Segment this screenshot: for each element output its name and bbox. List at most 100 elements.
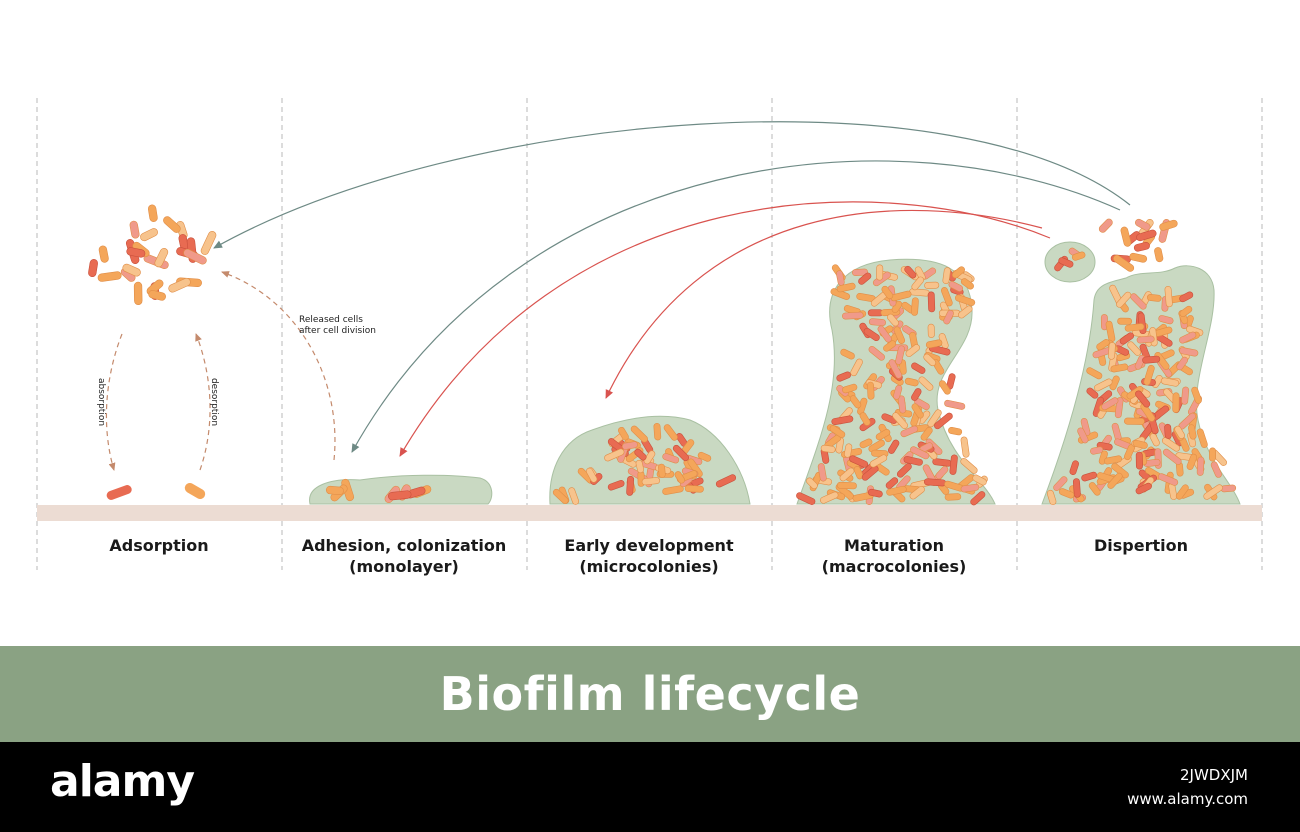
stage-4-sublabel: (macrocolonies) — [822, 557, 967, 576]
bacterium — [943, 309, 954, 325]
bacterium — [1149, 433, 1160, 447]
biofilm-lifecycle-diagram: absorption desorption Released cells aft… — [36, 98, 1263, 576]
bacterium — [859, 438, 873, 449]
bacterium — [820, 444, 836, 453]
bacterium — [923, 353, 937, 367]
bacterium — [829, 425, 846, 438]
bacterium — [951, 266, 965, 279]
bacterium — [618, 426, 629, 441]
bacterium — [1191, 386, 1202, 404]
stage-4-label: Maturation — [844, 536, 944, 555]
bacterium — [1203, 484, 1223, 500]
bacterium — [325, 485, 344, 496]
bacterium — [635, 459, 645, 474]
desorption-arrow — [195, 333, 211, 471]
bacterium — [960, 483, 980, 493]
stage-2-sublabel: (monolayer) — [349, 557, 459, 576]
bacterium — [1181, 386, 1190, 405]
bacterium — [1143, 364, 1155, 386]
bacterium — [1136, 335, 1155, 344]
bacterium — [1113, 254, 1135, 272]
title-banner: Biofilm lifecycle — [0, 646, 1300, 742]
alamy-logo: alamy — [50, 756, 195, 807]
bacterium — [1161, 437, 1180, 452]
bacterium — [836, 270, 845, 286]
bacterium — [604, 448, 625, 462]
bacterium — [1140, 403, 1156, 422]
bacterium — [887, 439, 900, 454]
bacterium — [1133, 242, 1150, 252]
bacterium — [1210, 461, 1222, 478]
bacterium — [806, 477, 818, 490]
bacterium — [626, 475, 635, 496]
bacterium — [840, 348, 855, 360]
bacterium — [867, 488, 883, 498]
bacterium — [154, 247, 169, 268]
absorption-label: absorption — [96, 378, 106, 426]
substrate-surface — [37, 505, 1262, 521]
bacterium — [1157, 473, 1179, 486]
bacterium — [1094, 378, 1113, 392]
bacterium — [1129, 252, 1148, 263]
bacterium — [859, 412, 871, 426]
bacterium — [1086, 367, 1103, 380]
bacterium — [861, 465, 879, 481]
bacterium — [1179, 305, 1193, 318]
bacterium — [183, 248, 207, 265]
bacterium — [585, 467, 598, 483]
bacterium — [911, 362, 926, 374]
footer-url: www.alamy.com — [1127, 790, 1248, 808]
bacterium — [875, 429, 891, 441]
bacterium — [897, 395, 907, 414]
bacterium — [948, 281, 964, 292]
bacterium — [903, 456, 923, 466]
bacterium — [831, 415, 854, 426]
bacterium — [927, 409, 942, 428]
arrow-red-to-microcolony — [605, 209, 1043, 399]
desorption-label: desorption — [209, 378, 219, 426]
bacterium — [842, 383, 858, 394]
bacterium — [568, 487, 580, 505]
bacterium — [663, 424, 678, 441]
bacterium — [842, 311, 864, 320]
bacterium — [927, 323, 935, 338]
bacterium — [817, 463, 827, 482]
bacterium — [1179, 347, 1199, 357]
bacterium — [1046, 489, 1057, 506]
monolayer-matrix — [309, 474, 493, 505]
bacterium — [1220, 484, 1237, 493]
bacterium — [909, 485, 925, 500]
bacterium — [960, 436, 970, 458]
bacterium — [1154, 247, 1164, 263]
adsorbed-rod-orange — [184, 483, 206, 499]
bacterium — [1135, 218, 1151, 231]
bacterium — [1196, 428, 1208, 448]
bacterium — [1053, 476, 1068, 492]
bacterium — [122, 263, 141, 277]
macrocolony-cells — [796, 264, 988, 506]
bacterium — [881, 285, 894, 300]
recolonization-arrows — [213, 121, 1131, 457]
bacterium — [1077, 427, 1089, 444]
bacterium — [1136, 229, 1157, 242]
bacterium — [1142, 355, 1161, 364]
bacterium — [97, 271, 122, 282]
bacterium — [1196, 456, 1205, 476]
image-id: 2JWDXJM — [1180, 766, 1248, 784]
bacterium — [883, 340, 897, 352]
bacterium — [942, 267, 951, 285]
bacterium — [887, 313, 899, 327]
bacterium — [1058, 488, 1075, 499]
bacterium — [869, 454, 888, 468]
bacterium — [200, 231, 217, 255]
bacterium — [927, 291, 936, 313]
bacterium — [1164, 286, 1173, 308]
dispersing-cells — [1046, 284, 1237, 506]
bacterium — [1179, 291, 1194, 303]
stage-3-label: Early development — [564, 536, 734, 555]
bacterium — [895, 345, 905, 365]
bacterium — [1101, 397, 1119, 411]
bacterium — [1108, 342, 1116, 360]
arrow-to-adsorption — [213, 121, 1131, 249]
bacterium — [672, 444, 689, 462]
